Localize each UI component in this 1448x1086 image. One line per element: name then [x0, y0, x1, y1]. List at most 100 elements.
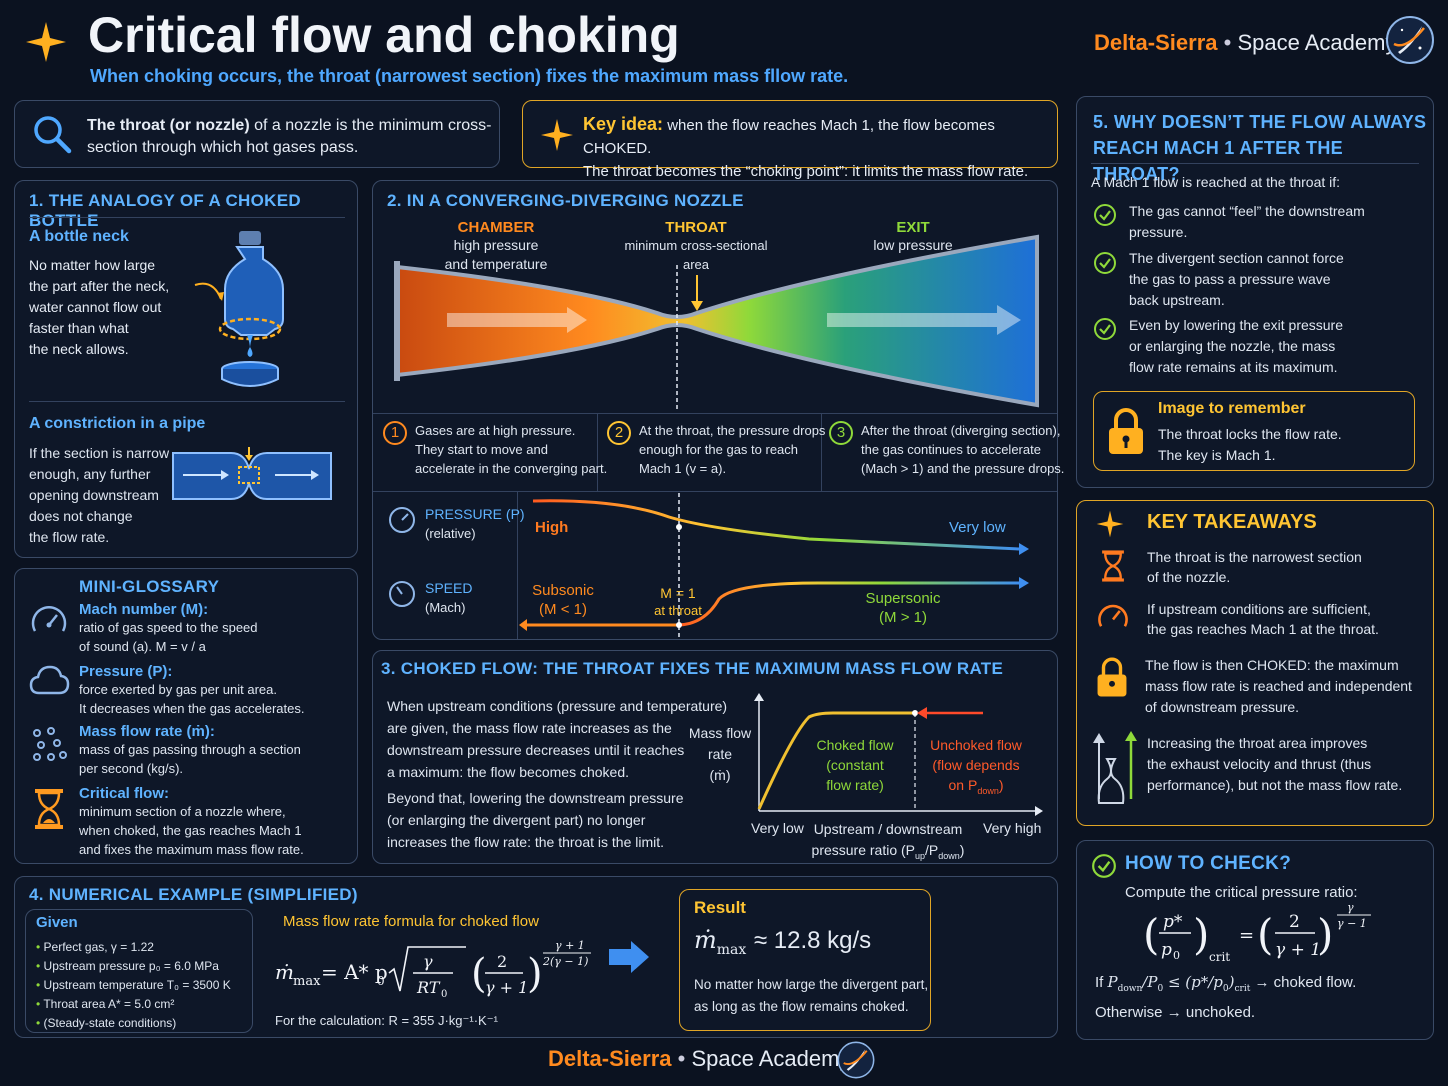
gauge-icon	[1098, 604, 1128, 627]
hourglass-icon	[35, 789, 63, 829]
svg-text:=: =	[1239, 925, 1254, 946]
pipe-constriction-title: A constriction in a pipe	[29, 415, 206, 432]
glossary-def: force exerted by gas per unit area.	[79, 682, 278, 697]
glossary-def: of sound (a). M = v / a	[79, 639, 206, 654]
pressure-high-label: High	[535, 519, 569, 536]
choked-text: downstream pressure decreases until it r…	[387, 742, 685, 758]
svg-text:0: 0	[377, 974, 385, 988]
svg-text:RT: RT	[416, 978, 441, 997]
given-item: (Steady-state conditions)	[43, 1016, 177, 1030]
glossary-def: mass of gas passing through a section	[79, 742, 301, 757]
choked-text: increases the flow rate: the throat is t…	[387, 834, 665, 850]
svg-text:γ + 1: γ + 1	[485, 978, 528, 997]
pipe-text-line: does not change	[29, 508, 133, 524]
supersonic-label: Supersonic	[865, 590, 941, 607]
step-text: Mach 1 (v = a).	[639, 461, 727, 476]
glossary-term-pressure: Pressure (P):	[79, 663, 173, 680]
section-choked-flow: 3. CHOKED FLOW: THE THROAT FIXES THE MAX…	[372, 650, 1058, 864]
svg-text:crit: crit	[1209, 950, 1230, 964]
svg-text:max: max	[293, 974, 321, 989]
key-idea-line1: when the flow reaches Mach 1, the flow b…	[583, 117, 995, 157]
pipe-constriction-illustration	[172, 447, 332, 500]
svg-text:0: 0	[1173, 949, 1180, 962]
section3-title: 3. CHOKED FLOW: THE THROAT FIXES THE MAX…	[381, 659, 1004, 678]
check-circle-icon	[1094, 252, 1116, 274]
result-value: ≈ 12.8 kg/s	[753, 927, 872, 954]
throat-desc: area	[682, 257, 710, 272]
given-item: Upstream temperature T₀ = 3500 K	[43, 978, 231, 992]
section1-title: 1. THE ANALOGY OF A CHOKED BOTTLE	[29, 191, 301, 230]
section-why-not-mach1: 5. WHY DOESN’T THE FLOW ALWAYS REACH MAC…	[1076, 96, 1434, 488]
footer-brand: Delta-Sierra • Space Academy	[548, 1046, 850, 1072]
choked-text: (or enlarging the divergent part) no lon…	[387, 812, 646, 828]
padlock-icon	[1097, 657, 1127, 697]
condition-text: The divergent section cannot force	[1129, 250, 1344, 266]
condition-text: flow rate remains at its maximum.	[1129, 359, 1338, 375]
x-axis-label: )	[959, 842, 965, 858]
takeaway-text: If upstream conditions are sufficient,	[1147, 601, 1371, 617]
bottle-text-line: the part after the neck,	[29, 278, 170, 294]
supersonic-sub: (M > 1)	[879, 609, 927, 626]
unchoked-label: (flow depends	[932, 757, 1020, 773]
subsonic-sub: (M < 1)	[539, 601, 587, 618]
svg-text:2: 2	[1289, 912, 1300, 932]
bottle-neck-title: A bottle neck	[29, 228, 129, 245]
sparkle-icon	[1096, 510, 1124, 538]
result-note: No matter how large the divergent part,	[694, 977, 929, 992]
key-idea-box: Key idea: when the flow reaches Mach 1, …	[522, 100, 1058, 180]
svg-text:2(γ − 1): 2(γ − 1)	[542, 955, 588, 968]
gauge-icon	[31, 606, 67, 632]
unchoked-label: )	[998, 777, 1004, 793]
result-note: as long as the flow remains choked.	[694, 999, 909, 1014]
mach1-sub: at throat	[654, 603, 702, 618]
section-numerical-example: 4. NUMERICAL EXAMPLE (SIMPLIFIED) Given …	[14, 876, 1058, 1038]
image-to-remember-title: Image to remember	[1158, 400, 1306, 417]
step-text: enough for the gas to reach	[639, 442, 799, 457]
x-axis-label: /P	[925, 842, 939, 858]
glossary-def: when choked, the gas reaches Mach 1	[79, 823, 302, 838]
given-item: Throat area A* = 5.0 cm²	[43, 997, 175, 1011]
image-to-remember-text: The key is Mach 1.	[1158, 447, 1276, 463]
intro-strong: The throat (or nozzle)	[87, 117, 250, 134]
glossary-title: MINI-GLOSSARY	[79, 577, 220, 596]
padlock-icon	[1109, 408, 1143, 454]
step-text: After the throat (diverging section),	[861, 423, 1061, 438]
chamber-desc: high pressure	[453, 237, 539, 253]
unchoked-sub: down	[977, 785, 999, 796]
glossary-def: and fixes the maximum mass flow rate.	[79, 842, 304, 857]
check-circle-icon	[1092, 854, 1116, 878]
pressure-very-low-label: Very low	[949, 519, 1006, 536]
choked-label: flow rate)	[826, 777, 884, 793]
condition-text: Even by lowering the exit pressure	[1129, 317, 1343, 333]
exit-desc: low pressure	[873, 237, 953, 253]
cloud-pressure-icon	[29, 665, 70, 695]
check-if: If	[1095, 974, 1104, 991]
takeaway-text: of downstream pressure.	[1145, 699, 1300, 715]
takeaway-text: The throat is the narrowest section	[1147, 549, 1362, 565]
unchoked-label: on P	[948, 777, 978, 793]
svg-text:2: 2	[497, 952, 507, 971]
image-to-remember-box: Image to remember The throat locks the f…	[1093, 391, 1415, 471]
section5-lead: A Mach 1 flow is reached at the throat i…	[1091, 174, 1341, 190]
footer-brand-sub: Space Academy	[691, 1046, 851, 1071]
exit-label: EXIT	[896, 219, 930, 236]
svg-text:γ + 1: γ + 1	[1275, 940, 1321, 960]
rocket-logo-icon	[1386, 16, 1434, 64]
choked-text: When upstream conditions (pressure and t…	[387, 698, 728, 714]
condition-text: pressure.	[1129, 224, 1188, 240]
unchoked-label: Unchoked flow	[930, 737, 1022, 753]
glossary-term-critical: Critical flow:	[79, 785, 170, 802]
svg-text:): )	[1193, 910, 1209, 959]
image-to-remember-text: The throat locks the flow rate.	[1158, 426, 1342, 442]
magnifier-icon	[34, 116, 72, 154]
step-text: (Mach > 1) and the pressure drops.	[861, 461, 1065, 476]
x-axis-label: pressure ratio (P	[811, 842, 916, 858]
bottle-text-line: water cannot flow out	[29, 299, 162, 315]
mach1-label: M = 1	[660, 585, 696, 601]
brand: Delta-Sierra • Space Academy	[1094, 30, 1396, 56]
x-axis-label: Upstream / downstream	[813, 821, 963, 837]
check-title: HOW TO CHECK?	[1125, 853, 1292, 874]
page-subtitle: When choking occurs, the throat (narrowe…	[90, 66, 849, 86]
bottle-text-line: faster than what	[29, 320, 129, 336]
